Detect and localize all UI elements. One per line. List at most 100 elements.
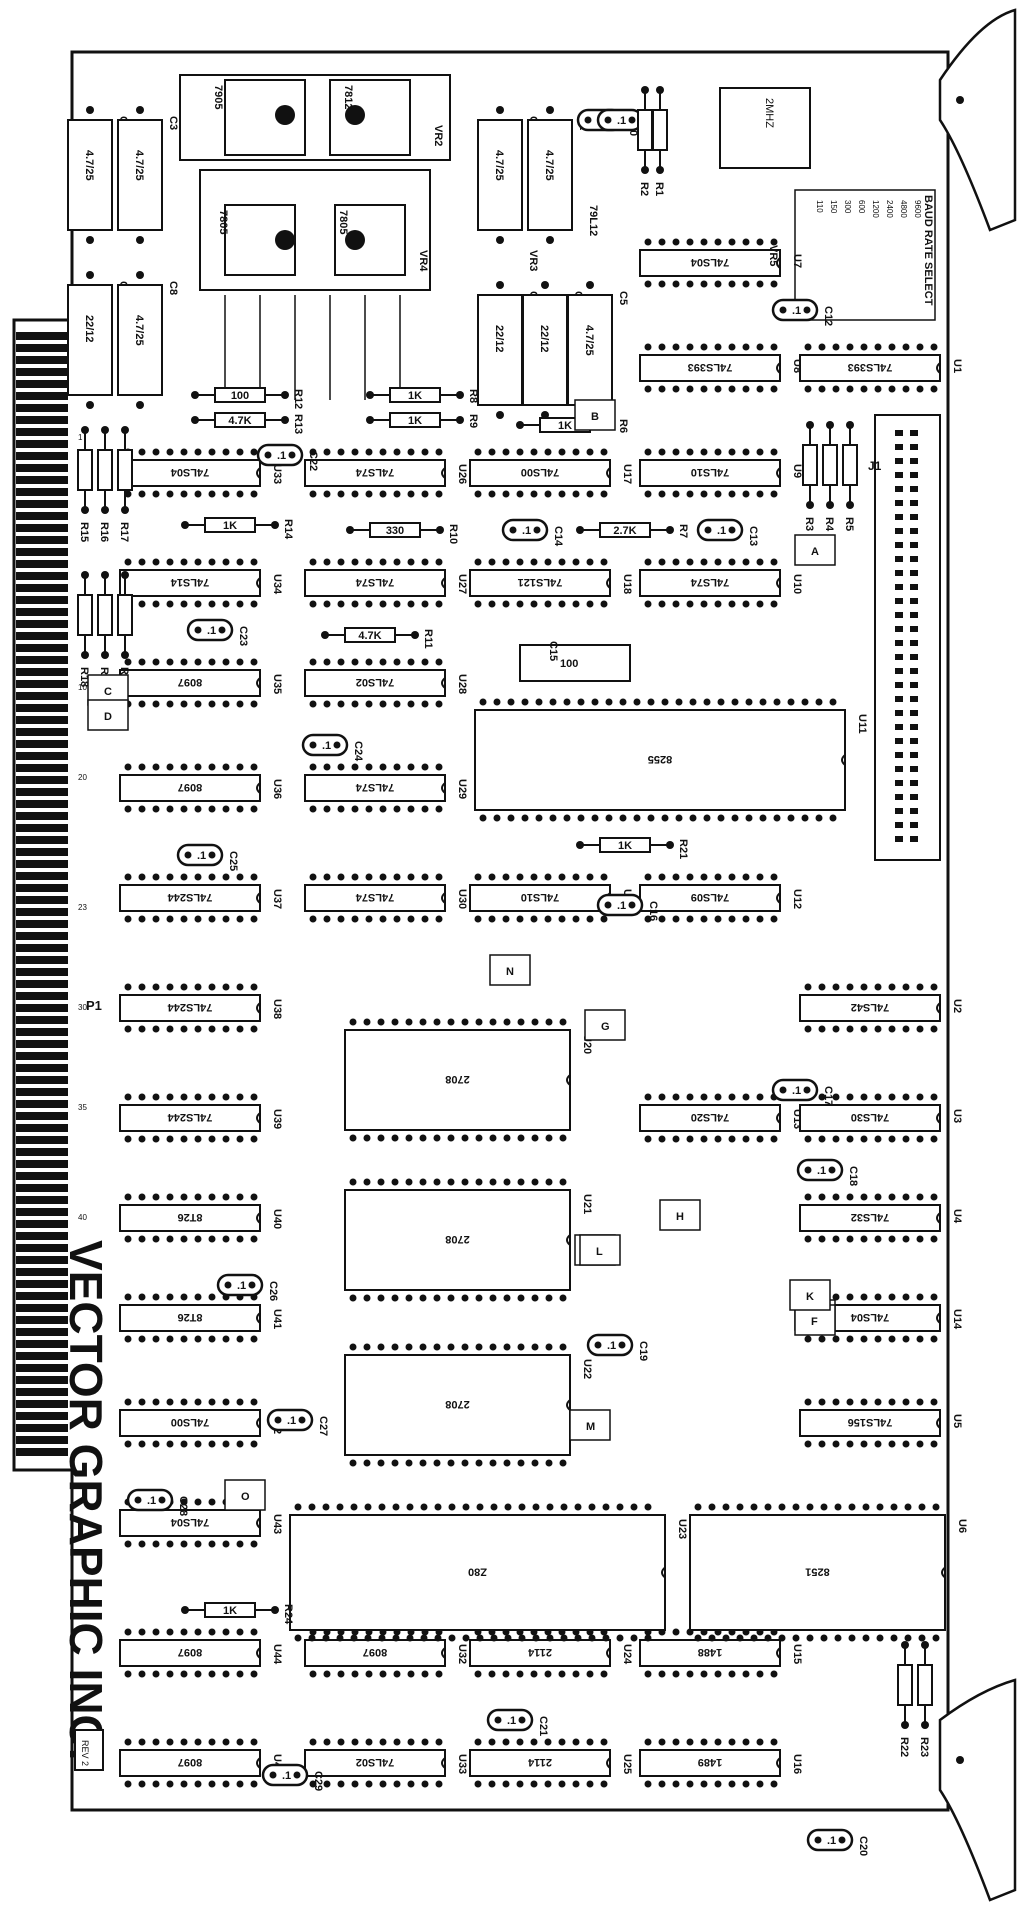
ic-pin [756,1093,764,1101]
ic-part-number: 74LS32 [851,1211,890,1223]
ic-pin [846,1398,854,1406]
capacitor-refdes: C22 [307,451,319,471]
baud-rate-value: 110 [815,200,824,213]
ic-pin [166,1540,174,1548]
ic-pin [806,1634,814,1642]
ic-pin [832,1235,840,1243]
ic-pin [138,1335,146,1343]
edge-finger [16,344,68,352]
edge-finger [16,1088,68,1096]
edge-finger [16,560,68,568]
ic-refdes: U6 [956,1519,968,1533]
ic-pin [792,1634,800,1642]
ic-pin [250,1628,258,1636]
edge-finger [16,920,68,928]
resistor-value: 1K [408,415,422,427]
resistor-body [637,109,653,151]
ic-pin [756,1780,764,1788]
ic-refdes: U10 [791,574,803,594]
ic-pin [600,600,608,608]
ic-body [304,1749,446,1777]
ic-pin [489,1018,497,1026]
capacitor-refdes: C12 [822,306,834,326]
ic-pin [222,600,230,608]
ic-pin [421,873,429,881]
ic-pin [336,1634,344,1642]
ic-pin [166,658,174,666]
ic-pin [124,1093,132,1101]
ic-refdes: U28 [456,674,468,694]
ic-pin [672,1628,680,1636]
resistor-body [77,594,93,636]
ic-pin [180,1135,188,1143]
ic-pin [658,558,666,566]
ic-pin [124,983,132,991]
ic-body [799,1204,941,1232]
edge-finger [16,884,68,892]
ic-pin [152,915,160,923]
j1-pin [895,556,903,562]
ic-pin [421,1670,429,1678]
ic-pin [166,1670,174,1678]
ic-body [689,1514,946,1631]
ic-pin [447,1343,455,1351]
ic-body [119,1749,261,1777]
ic-pin [475,1134,483,1142]
ic-pin [778,1634,786,1642]
ic-body [639,569,781,597]
ic-pin [832,1293,840,1301]
ic-refdes: U12 [791,889,803,909]
ic-part-number: 2114 [527,1646,552,1658]
ic-pin [407,600,415,608]
ic-pin [860,1235,868,1243]
ic-pin [742,558,750,566]
ic-pin [222,1135,230,1143]
edge-finger [16,1292,68,1300]
ic-pin [419,1018,427,1026]
ic-part-number: 74LS09 [691,891,730,903]
ic-pin [545,1343,553,1351]
j1-pin [895,668,903,674]
edge-finger [16,1196,68,1204]
ic-pin [407,805,415,813]
resistor: R18 [77,571,93,687]
ic-pin [661,698,669,706]
baud-rate-value: 150 [829,200,838,214]
ic-pin [672,1670,680,1678]
ic-pin [349,1178,357,1186]
ic-pin [250,600,258,608]
ic-pin [208,873,216,881]
edge-finger [16,1268,68,1276]
ic-pin [742,490,750,498]
resistor-refdes: R17 [118,522,130,542]
ic-pin [250,1780,258,1788]
ic-pin [902,1440,910,1448]
ic-pin [323,1738,331,1746]
ic-pin [728,238,736,246]
edge-finger [16,380,68,388]
jumper-block: K [789,1279,831,1311]
ic-pin [474,1670,482,1678]
edge-pin-number: 23 [78,903,87,912]
ic-pin [152,1670,160,1678]
ic-pin [323,558,331,566]
capacitor-refdes: C16 [647,901,659,921]
capacitor-value: 4.7/25 [493,150,505,181]
resistor: R5 [842,421,858,531]
ic-pin [600,558,608,566]
ic-pin [860,1025,868,1033]
capacitor-value: .1 [522,525,531,537]
ic-pin [644,1670,652,1678]
ic-pin [616,1503,624,1511]
ic-pin [180,1293,188,1301]
ic-pin [545,1134,553,1142]
ic-pin [700,1738,708,1746]
ic-pin [714,1135,722,1143]
ic-pin [250,1398,258,1406]
capacitor-body [186,618,234,642]
ic-pin [323,1670,331,1678]
